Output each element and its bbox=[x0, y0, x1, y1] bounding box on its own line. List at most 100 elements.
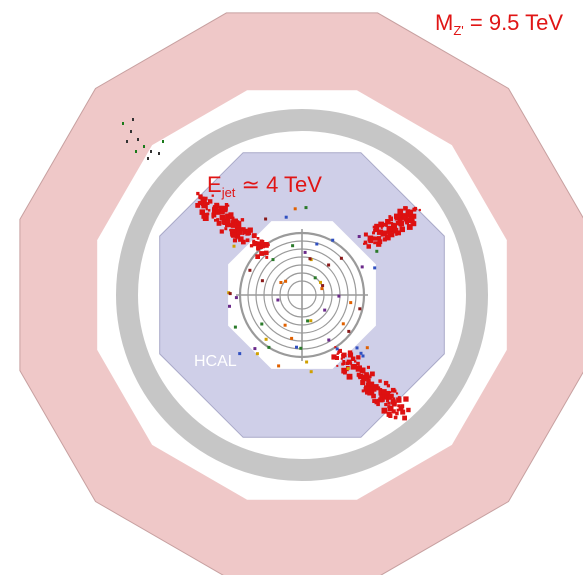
energy-deposit bbox=[387, 405, 391, 409]
energy-deposit bbox=[195, 203, 201, 208]
energy-deposit bbox=[370, 390, 375, 395]
muon-hit bbox=[130, 130, 132, 133]
energy-deposit bbox=[211, 212, 217, 218]
energy-deposit bbox=[406, 407, 411, 413]
energy-deposit bbox=[267, 243, 270, 247]
energy-deposit bbox=[396, 230, 401, 236]
tracker-hit bbox=[375, 249, 379, 253]
energy-deposit bbox=[396, 397, 402, 403]
energy-deposit bbox=[217, 212, 221, 215]
energy-deposit bbox=[199, 209, 205, 215]
energy-deposit bbox=[235, 234, 241, 239]
energy-deposit bbox=[380, 397, 385, 402]
tracker-hit bbox=[323, 308, 327, 312]
energy-deposit bbox=[357, 366, 360, 368]
energy-deposit bbox=[214, 219, 217, 222]
energy-deposit bbox=[381, 230, 387, 237]
energy-deposit bbox=[396, 408, 400, 412]
energy-deposit bbox=[406, 212, 412, 218]
energy-deposit bbox=[371, 394, 375, 398]
energy-deposit bbox=[378, 392, 382, 396]
tracker-hit bbox=[228, 292, 232, 296]
energy-deposit bbox=[382, 222, 386, 227]
energy-deposit bbox=[225, 217, 231, 223]
tracker-hit bbox=[233, 325, 237, 329]
energy-deposit bbox=[366, 244, 371, 249]
energy-deposit bbox=[397, 404, 400, 408]
energy-deposit bbox=[206, 202, 210, 205]
tracker-hit bbox=[304, 206, 308, 210]
energy-deposit bbox=[398, 220, 405, 227]
tracker-hit bbox=[313, 276, 317, 280]
tracker-hit bbox=[355, 346, 359, 350]
energy-deposit bbox=[399, 224, 402, 227]
tracker-hit bbox=[290, 336, 294, 340]
energy-deposit bbox=[387, 401, 391, 405]
hcal-label: HCAL bbox=[194, 353, 237, 370]
energy-deposit bbox=[390, 221, 393, 225]
energy-deposit bbox=[252, 241, 258, 247]
energy-deposit bbox=[405, 206, 408, 209]
energy-deposit bbox=[357, 374, 362, 378]
energy-deposit bbox=[385, 224, 388, 227]
energy-deposit bbox=[215, 203, 220, 208]
energy-deposit bbox=[387, 234, 391, 238]
energy-deposit bbox=[366, 365, 370, 369]
energy-deposit bbox=[361, 369, 366, 374]
energy-deposit bbox=[224, 227, 228, 231]
energy-deposit bbox=[240, 218, 245, 222]
energy-deposit bbox=[238, 238, 242, 242]
energy-deposit bbox=[372, 399, 377, 403]
tracker-hit bbox=[283, 323, 287, 327]
energy-deposit bbox=[362, 376, 367, 382]
energy-deposit bbox=[390, 399, 396, 405]
energy-deposit bbox=[388, 413, 393, 418]
energy-deposit bbox=[376, 402, 380, 407]
tracker-hit bbox=[284, 215, 288, 219]
energy-deposit bbox=[260, 245, 263, 249]
energy-deposit bbox=[403, 206, 408, 211]
energy-deposit bbox=[225, 213, 230, 218]
energy-deposit bbox=[216, 221, 222, 226]
tracker-hit bbox=[238, 352, 242, 356]
energy-deposit bbox=[346, 373, 353, 380]
energy-deposit bbox=[394, 415, 398, 419]
tracker-hit bbox=[260, 279, 264, 283]
energy-deposit bbox=[373, 236, 378, 241]
muon-chamber-hits bbox=[122, 118, 164, 160]
tracker-hit bbox=[255, 352, 259, 356]
energy-deposit bbox=[336, 352, 339, 355]
energy-deposit bbox=[389, 407, 392, 411]
tracker bbox=[236, 229, 368, 361]
tracker-hit bbox=[306, 319, 310, 323]
tracker-hit bbox=[264, 337, 268, 341]
energy-deposit bbox=[343, 371, 347, 375]
energy-deposit bbox=[396, 392, 399, 395]
energy-deposit bbox=[346, 359, 352, 365]
energy-deposit bbox=[215, 208, 221, 213]
energy-deposit bbox=[408, 209, 414, 215]
energy-deposit bbox=[378, 379, 382, 383]
energy-deposit bbox=[354, 360, 357, 363]
tracker-hit bbox=[303, 250, 307, 254]
energy-deposit bbox=[363, 240, 368, 244]
muon-hit bbox=[132, 118, 134, 121]
energy-deposit bbox=[376, 241, 379, 244]
energy-deposit bbox=[386, 384, 390, 388]
energy-deposit bbox=[336, 364, 339, 367]
energy-deposit bbox=[360, 380, 366, 386]
energy-deposit bbox=[245, 231, 250, 236]
tracker-hit bbox=[347, 329, 351, 333]
energy-deposit bbox=[363, 232, 368, 237]
energy-deposit bbox=[231, 223, 235, 227]
tracker-hit bbox=[309, 319, 313, 323]
energy-deposit bbox=[236, 229, 243, 235]
energy-deposit bbox=[331, 354, 337, 360]
energy-deposit bbox=[403, 396, 409, 402]
tracker-hit bbox=[232, 244, 236, 248]
tracker-hit bbox=[228, 304, 231, 308]
tracker-hit bbox=[293, 207, 297, 211]
energy-deposit bbox=[380, 388, 383, 391]
jet-energy-label: Ejet ≃ 4 TeV bbox=[207, 172, 322, 200]
energy-deposit bbox=[395, 221, 401, 226]
